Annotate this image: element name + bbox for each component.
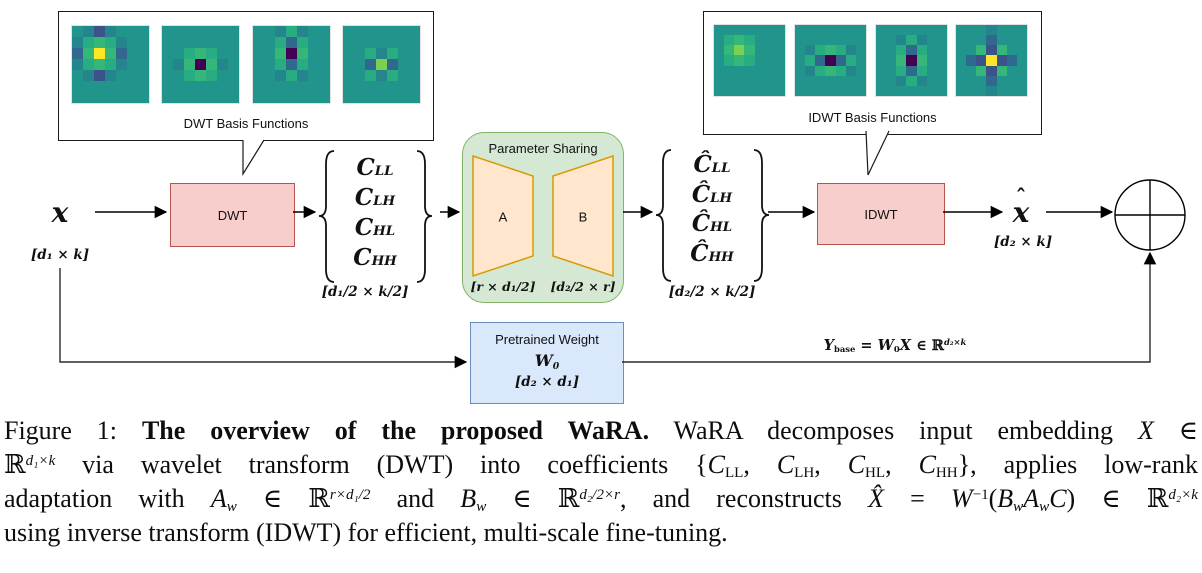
dwt-basis-callout: DWT Basis Functions <box>58 11 434 141</box>
dwt-box: DWT <box>170 183 295 247</box>
idwt-basis-callout: IDWT Basis Functions <box>703 11 1042 135</box>
idwt-basis-heatmap-1 <box>713 24 786 97</box>
arrow-x-to-pretrained <box>59 268 468 369</box>
idwt-callout-tail <box>865 130 890 176</box>
input-symbol: x <box>51 196 69 229</box>
matrix-b-trapezoid <box>552 154 614 278</box>
idwt-basis-heatmap-2 <box>794 24 867 97</box>
caption-line-1: Figure 1: The overview of the proposed W… <box>4 416 1198 445</box>
pretrained-weight-dim: [d₂ × d₁] <box>514 374 580 390</box>
dwt-basis-heatmap-2 <box>161 25 240 104</box>
dwt-basis-label: DWT Basis Functions <box>183 116 309 131</box>
dwt-callout-tail <box>242 139 265 177</box>
matrix-b-dim: [d₂/2 × r] <box>550 279 616 294</box>
coeff-hat-dim: [d₂/2 × k/2] <box>668 284 756 300</box>
dwt-basis-heatmap-4 <box>342 25 421 104</box>
pretrained-weight-box: Pretrained Weight W0 [d₂ × d₁] <box>470 322 624 404</box>
idwt-box-label: IDWT <box>864 206 898 222</box>
caption-line-4: using inverse transform (IDWT) for effic… <box>4 518 728 547</box>
idwt-basis-label: IDWT Basis Functions <box>808 110 937 125</box>
matrix-b-label: B <box>578 209 588 225</box>
idwt-basis-heatmap-3 <box>875 24 948 97</box>
matrix-a-trapezoid <box>472 154 534 278</box>
sum-node-icon <box>1114 179 1186 251</box>
coeff-dim: [d₁/2 × k/2] <box>321 284 409 300</box>
matrix-a-dim: [r × d₁/2] <box>470 279 536 294</box>
caption-line-2: ℝd₁×k via wavelet transform (DWT) into c… <box>4 450 1199 482</box>
hat-accent: ˆ <box>1015 185 1027 211</box>
matrix-a-label: A <box>498 209 508 225</box>
pretrained-weight-title: Pretrained Weight <box>495 332 599 347</box>
trapezoids-graphic <box>472 154 614 278</box>
idwt-box: IDWT <box>817 183 945 245</box>
dwt-box-label: DWT <box>217 207 248 223</box>
ybase-formula: Ybase = W0X ∈ ℝd₂×k <box>823 337 967 355</box>
caption: Figure 1: The overview of the proposed W… <box>4 414 1198 550</box>
pretrained-weight-symbol: W0 <box>534 351 560 372</box>
output-dim: [d₂ × k] <box>993 234 1053 250</box>
idwt-basis-heatmap-4 <box>955 24 1028 97</box>
dwt-basis-heatmap-1 <box>71 25 150 104</box>
input-dim: [d₁ × k] <box>30 247 90 263</box>
dwt-basis-heatmap-3 <box>252 25 331 104</box>
parameter-sharing-title: Parameter Sharing <box>488 141 598 156</box>
caption-line-3: adaptation with Aw ∈ ℝr×d₁/2 and Bw ∈ ℝd… <box>4 484 1198 516</box>
parameter-sharing-box: Parameter Sharing A B [r × d₁/2] [d₂/2 ×… <box>462 132 624 303</box>
